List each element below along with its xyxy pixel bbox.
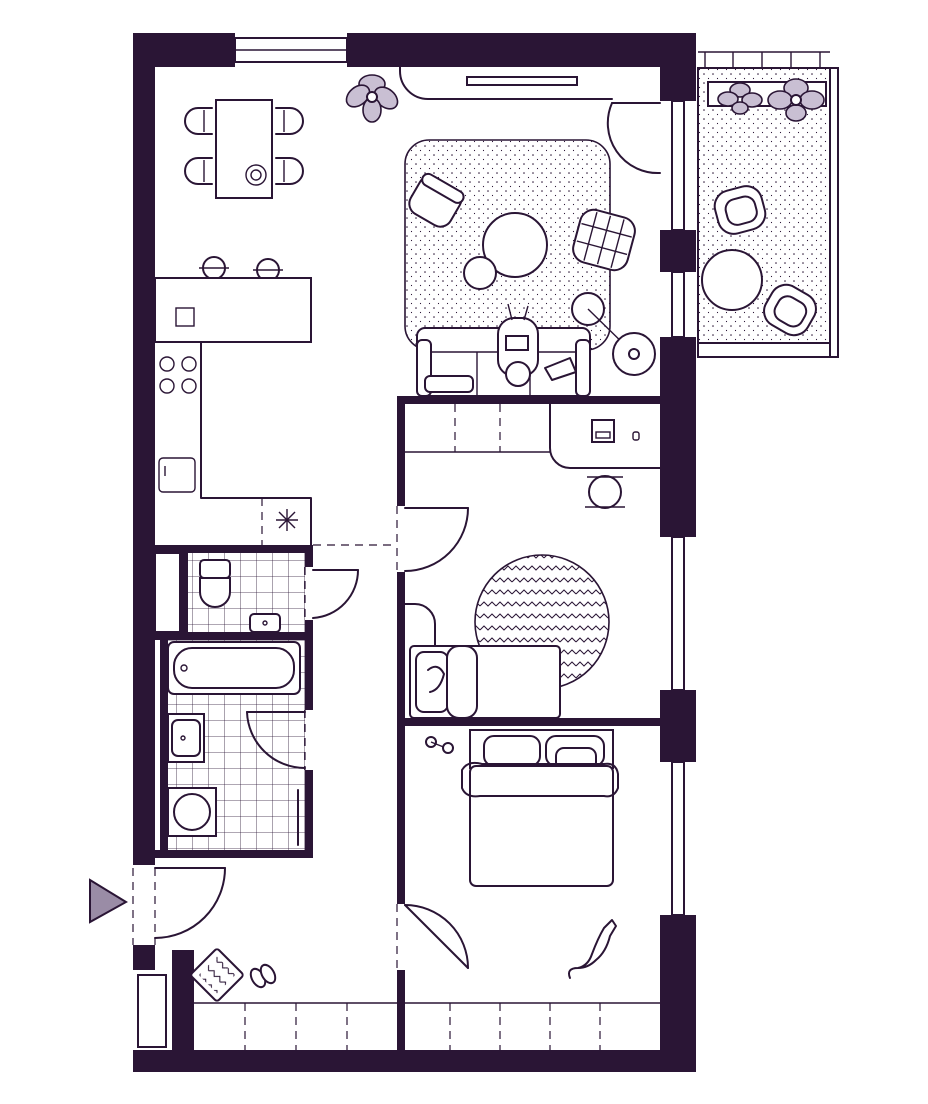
small-sink-icon	[249, 613, 281, 633]
dining-chair	[184, 157, 213, 185]
bathroom-sink-icon	[167, 713, 205, 763]
balcony	[697, 51, 839, 358]
bowl-icon	[245, 164, 267, 186]
washing-machine-icon	[167, 787, 217, 837]
balcony-door	[606, 102, 661, 175]
bedside-lamp-icon	[425, 736, 454, 754]
toilet-room	[154, 552, 305, 633]
entrance-arrow-icon	[89, 878, 128, 924]
pouf	[572, 208, 636, 272]
kitchen-sink-icon	[158, 457, 196, 493]
armchair	[408, 172, 465, 228]
entrance-door	[132, 867, 226, 945]
bedroom1-door	[404, 507, 469, 572]
cat-icon	[568, 919, 617, 979]
kitchen-counter	[154, 277, 312, 546]
floor-lamp-icon	[571, 292, 656, 376]
toilet-door	[312, 569, 360, 619]
desk	[549, 403, 661, 469]
tv-unit	[399, 66, 613, 100]
windows	[137, 37, 685, 1048]
double-bed	[461, 729, 619, 887]
potted-plant-icon	[345, 74, 399, 123]
exterior-walls	[133, 33, 696, 1072]
coffee-table	[463, 212, 548, 290]
person-reading-icon	[497, 303, 577, 387]
balcony-chair	[763, 283, 817, 337]
light-fixture-icon	[276, 509, 298, 531]
interior-walls	[153, 396, 665, 1055]
bathtub-icon	[167, 641, 301, 695]
dining-chair	[184, 107, 213, 135]
desk-chair	[585, 475, 625, 509]
toilet-icon	[199, 559, 231, 608]
dining-chair	[275, 107, 304, 135]
balcony-plant-icon	[717, 82, 763, 115]
dining-chair	[275, 157, 304, 185]
slippers-icon	[249, 963, 277, 989]
balcony-plant-icon	[767, 78, 825, 122]
stove-icon	[159, 356, 197, 394]
bedroom2-door	[404, 904, 469, 969]
doormat-icon	[190, 948, 244, 1002]
bathroom	[167, 640, 305, 850]
wardrobe	[405, 404, 550, 453]
sofa	[416, 327, 591, 397]
balcony-chair	[713, 185, 767, 235]
single-bed	[404, 603, 561, 719]
dining-table	[184, 99, 304, 199]
bar-stools	[199, 256, 283, 282]
balcony-table	[701, 249, 763, 311]
